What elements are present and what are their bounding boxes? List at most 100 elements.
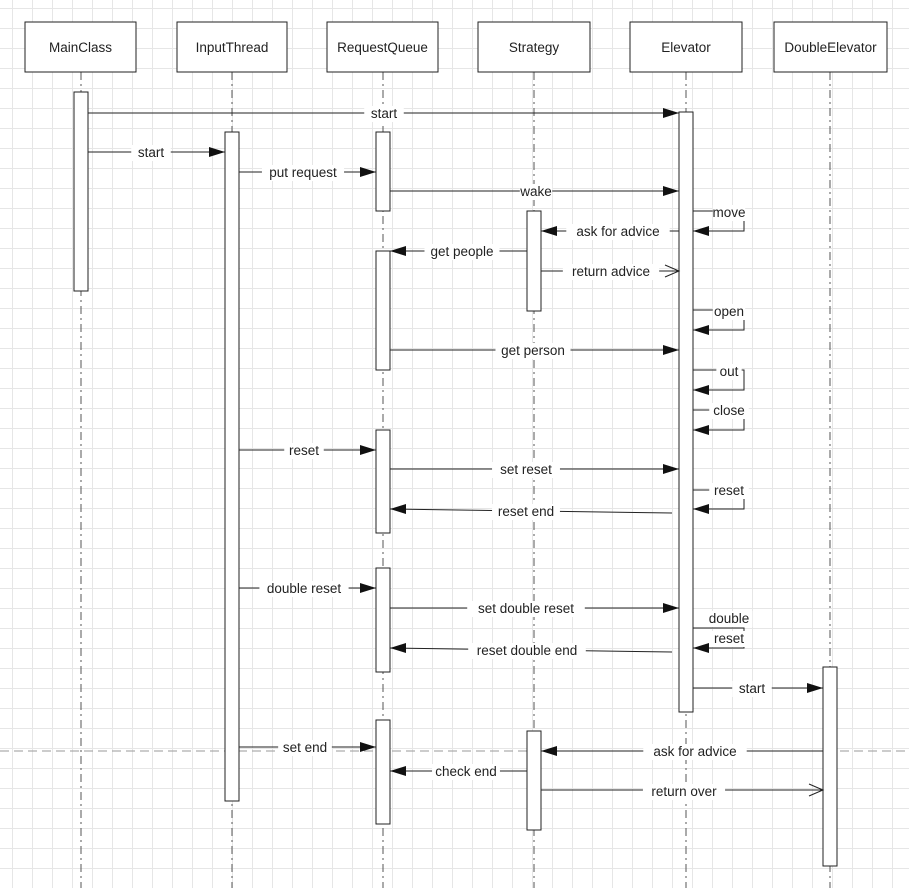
arrowhead — [693, 425, 709, 435]
arrowhead — [663, 603, 679, 613]
message-label: close — [713, 403, 745, 418]
activation-bar-strategy — [526, 730, 542, 831]
label-background — [492, 462, 560, 478]
participant-label: InputThread — [196, 40, 269, 55]
activation-bar-strategy — [526, 210, 542, 312]
message-label: reset — [714, 483, 744, 498]
message-label: open — [714, 304, 744, 319]
arrowhead — [390, 643, 406, 653]
message-label: return advice — [572, 264, 650, 279]
activation-bar-doubleelevator — [822, 666, 838, 867]
arrowhead — [663, 186, 679, 196]
message-label: get people — [430, 244, 493, 259]
participant-elevator: Elevator — [629, 21, 743, 73]
activation-bar-requestqueue — [375, 567, 391, 673]
participant-label: Strategy — [509, 40, 560, 55]
message-label: return over — [651, 784, 717, 799]
label-background — [259, 581, 349, 597]
label-background — [495, 343, 571, 359]
label-background — [364, 106, 404, 122]
label-background — [284, 443, 324, 459]
message-label: start — [739, 681, 766, 696]
participant-label: RequestQueue — [337, 40, 428, 55]
message-label: double — [709, 611, 750, 626]
message-label: ask for advice — [653, 744, 736, 759]
activation-bar-requestqueue — [375, 429, 391, 534]
participant-requestqueue: RequestQueue — [326, 21, 439, 73]
label-background — [566, 224, 670, 240]
arrowhead-open — [808, 783, 825, 797]
message-label: ask for advice — [576, 224, 659, 239]
arrowhead — [663, 345, 679, 355]
message-label: reset — [714, 631, 744, 646]
message-label: reset end — [498, 504, 554, 519]
activation-bar-mainclass — [73, 91, 89, 292]
label-background — [467, 601, 585, 617]
activation-bar-elevator — [678, 111, 694, 713]
arrowhead — [663, 108, 679, 118]
arrowhead-open — [664, 264, 681, 278]
arrowhead — [360, 445, 376, 455]
message-label: check end — [435, 764, 497, 779]
participant-label: DoubleElevator — [784, 40, 877, 55]
arrowhead — [693, 325, 709, 335]
label-background — [712, 304, 746, 320]
label-background — [432, 764, 500, 780]
message-label: get person — [501, 343, 565, 358]
message-label: put request — [269, 165, 337, 180]
message-label: reset double end — [477, 643, 578, 658]
label-background — [732, 681, 772, 697]
arrowhead — [693, 226, 709, 236]
participant-inputthread: InputThread — [176, 21, 288, 73]
message-label: start — [371, 106, 398, 121]
message-label: wake — [519, 184, 552, 199]
arrowhead — [807, 683, 823, 693]
arrowhead — [663, 464, 679, 474]
arrowhead — [390, 246, 406, 256]
participant-label: MainClass — [49, 40, 112, 55]
participant-strategy: Strategy — [477, 21, 591, 73]
label-background — [261, 165, 345, 181]
arrowhead — [541, 226, 557, 236]
participant-doubleelevator: DoubleElevator — [773, 21, 888, 73]
label-background — [642, 784, 726, 800]
label-background — [468, 643, 586, 659]
label-background — [705, 611, 753, 627]
label-background — [709, 483, 749, 499]
arrowhead — [209, 147, 225, 157]
arrowhead — [360, 742, 376, 752]
activation-bar-inputthread — [224, 131, 240, 802]
label-background — [643, 744, 747, 760]
label-background — [716, 364, 742, 380]
label-background — [492, 504, 560, 520]
message-label: reset — [289, 443, 319, 458]
message-label: start — [138, 145, 165, 160]
label-background — [709, 631, 749, 647]
arrowhead — [390, 504, 406, 514]
arrowhead — [541, 746, 557, 756]
arrowhead — [360, 167, 376, 177]
participant-mainclass: MainClass — [24, 21, 137, 73]
label-background — [424, 244, 500, 260]
participant-label: Elevator — [661, 40, 711, 55]
label-background — [709, 403, 749, 419]
activation-bar-requestqueue — [375, 719, 391, 825]
arrowhead — [693, 385, 709, 395]
arrowhead — [360, 583, 376, 593]
message-label: set reset — [500, 462, 552, 477]
activation-bar-requestqueue — [375, 250, 391, 371]
label-background — [562, 264, 660, 280]
label-background — [519, 184, 553, 200]
message-label: move — [712, 205, 745, 220]
arrowhead — [693, 643, 709, 653]
message-label: set double reset — [478, 601, 574, 616]
label-background — [131, 145, 171, 161]
label-background — [278, 740, 332, 756]
message-label: out — [720, 364, 739, 379]
message-label: double reset — [267, 581, 342, 596]
message-label: set end — [283, 740, 327, 755]
arrowhead — [390, 766, 406, 776]
arrowhead — [693, 504, 709, 514]
label-background — [712, 205, 746, 221]
